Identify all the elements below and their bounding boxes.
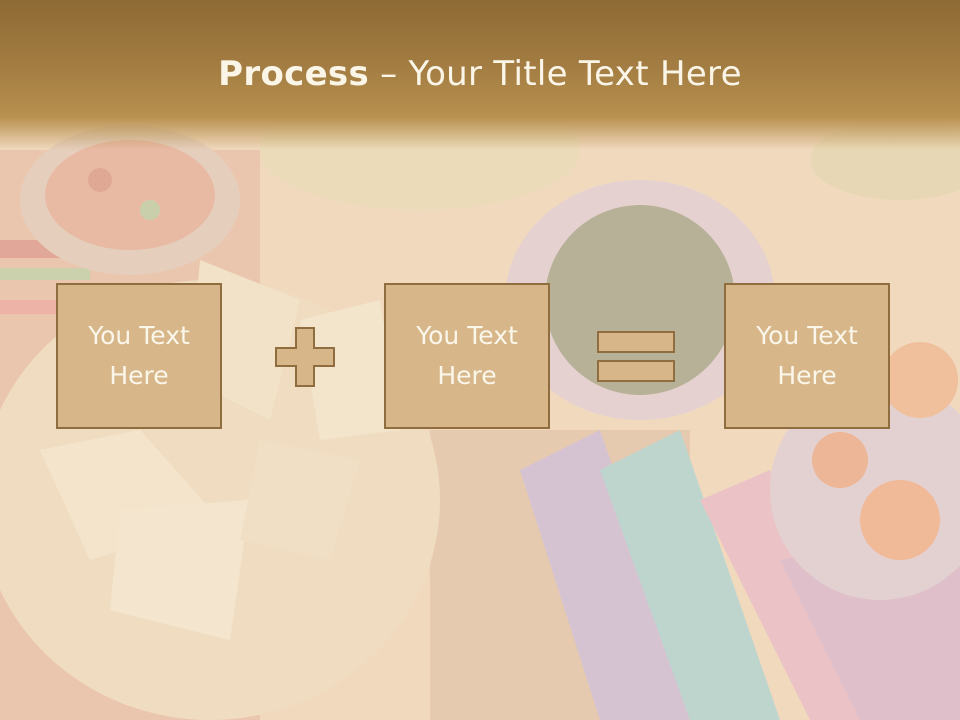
plus-icon <box>275 327 335 387</box>
process-box-1[interactable]: You Text Here <box>56 283 222 429</box>
title-bold: Process <box>218 54 370 94</box>
process-box-2-text: You Text Here <box>416 321 518 390</box>
process-box-2[interactable]: You Text Here <box>384 283 550 429</box>
process-box-3-text: You Text Here <box>756 321 858 390</box>
process-box-3[interactable]: You Text Here <box>724 283 890 429</box>
title-rest: Your Title Text Here <box>408 54 742 94</box>
title-dash: – <box>369 54 409 94</box>
process-box-1-text: You Text Here <box>88 321 190 390</box>
equals-icon <box>597 331 675 382</box>
slide-title: Process – Your Title Text Here <box>0 54 960 94</box>
title-band <box>0 0 960 150</box>
